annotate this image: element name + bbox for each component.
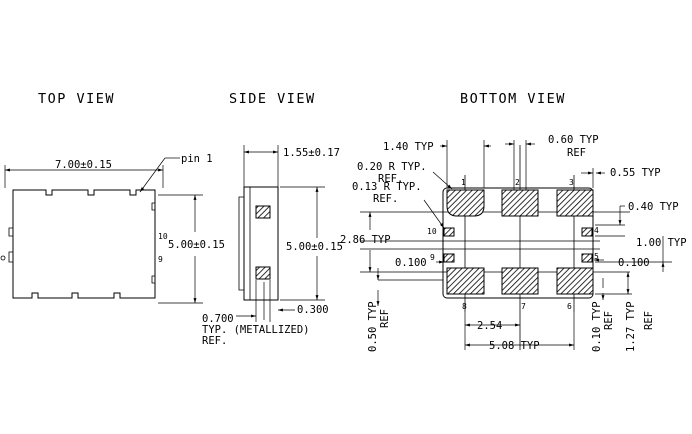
- dim-040-typ: 0.40 TYP: [628, 201, 679, 213]
- dim-020r-ref: REF.: [378, 173, 403, 185]
- bottom-pin-5: 5: [594, 252, 599, 261]
- bottom-pin-2: 2: [515, 178, 520, 187]
- dim-010-ref: REF: [603, 311, 615, 330]
- side-note-metallized: TYP. (METALLIZED): [202, 324, 309, 336]
- dim-254: 2.54: [477, 320, 502, 332]
- top-view-outline: [12, 189, 156, 299]
- dim-020r-typ: 0.20 R TYP.: [357, 161, 427, 173]
- bottom-pin-4: 4: [594, 226, 599, 235]
- pad-9: [443, 253, 455, 263]
- dim-013r-typ: 0.13 R TYP.: [352, 181, 422, 193]
- pad-6: [556, 267, 594, 295]
- bottom-view-body: [442, 187, 594, 299]
- top-width-dim: 7.00±0.15: [55, 159, 112, 171]
- pad-3: [556, 189, 594, 217]
- side-note-ref: REF.: [202, 335, 227, 347]
- dim-286-typ: 2.86 TYP: [340, 234, 391, 246]
- bottom-pin-7: 7: [521, 302, 526, 311]
- bottom-pin-8: 8: [462, 302, 467, 311]
- pad-7: [501, 267, 539, 295]
- side-dim-0700: 0.700: [202, 313, 234, 325]
- pad-4: [581, 227, 593, 237]
- dim-508-typ: 5.08 TYP: [489, 340, 540, 352]
- bottom-pin-9: 9: [430, 253, 435, 262]
- dim-060-ref: REF: [567, 147, 586, 159]
- side-dim-0300: 0.300: [297, 304, 329, 316]
- dim-050-ref: REF: [379, 309, 391, 328]
- dim-013r-ref: REF.: [373, 193, 398, 205]
- dim-127-typ: 1.27 TYP: [625, 301, 637, 352]
- pin1-label: pin 1: [181, 153, 213, 165]
- dim-060-typ: 0.60 TYP: [548, 134, 599, 146]
- dim-140-typ: 1.40 TYP: [383, 141, 434, 153]
- dim-010-typ: 0.10 TYP: [591, 301, 603, 352]
- bottom-pin-10: 10: [427, 227, 437, 236]
- top-view-title: TOP VIEW: [38, 91, 115, 107]
- pad-2: [501, 189, 539, 217]
- side-view-title: SIDE VIEW: [229, 91, 316, 107]
- side-view: 1.55±0.17 5.00±0.15 0.700 TYP. (METALLIZ…: [202, 145, 343, 347]
- bottom-pin-3: 3: [569, 178, 574, 187]
- bottom-pin-1: 1: [461, 178, 466, 187]
- pad-8: [446, 267, 485, 295]
- dim-127-ref: REF: [643, 311, 655, 330]
- top-pin-10: 10: [158, 232, 168, 241]
- side-view-body: [243, 186, 279, 301]
- dim-0100-right: 0.100: [618, 257, 650, 269]
- dim-0100-left: 0.100: [395, 257, 427, 269]
- dim-100-typ: 1.00 TYP: [636, 237, 687, 249]
- pad-5: [581, 253, 593, 263]
- side-pad-top: [255, 205, 271, 219]
- side-thickness-dim: 1.55±0.17: [283, 147, 340, 159]
- pad-1: [446, 189, 485, 217]
- bottom-pin-6: 6: [567, 302, 572, 311]
- top-view: 7.00±0.15 pin 1 10 9 5.00±0.15: [0, 153, 225, 304]
- side-pad-bottom: [255, 266, 271, 280]
- side-height-dim: 5.00±0.15: [286, 241, 343, 253]
- pad-10: [443, 227, 455, 237]
- bottom-view-title: BOTTOM VIEW: [460, 91, 566, 107]
- dim-055-typ: 0.55 TYP: [610, 167, 661, 179]
- bottom-view: 1 2 3 4 5 6 7 8 9 10 1.40 TYP 0.60 TYP R…: [340, 134, 687, 352]
- top-pin-9: 9: [158, 255, 163, 264]
- top-height-dim: 5.00±0.15: [168, 239, 225, 251]
- dim-050-typ: 0.50 TYP: [367, 301, 379, 352]
